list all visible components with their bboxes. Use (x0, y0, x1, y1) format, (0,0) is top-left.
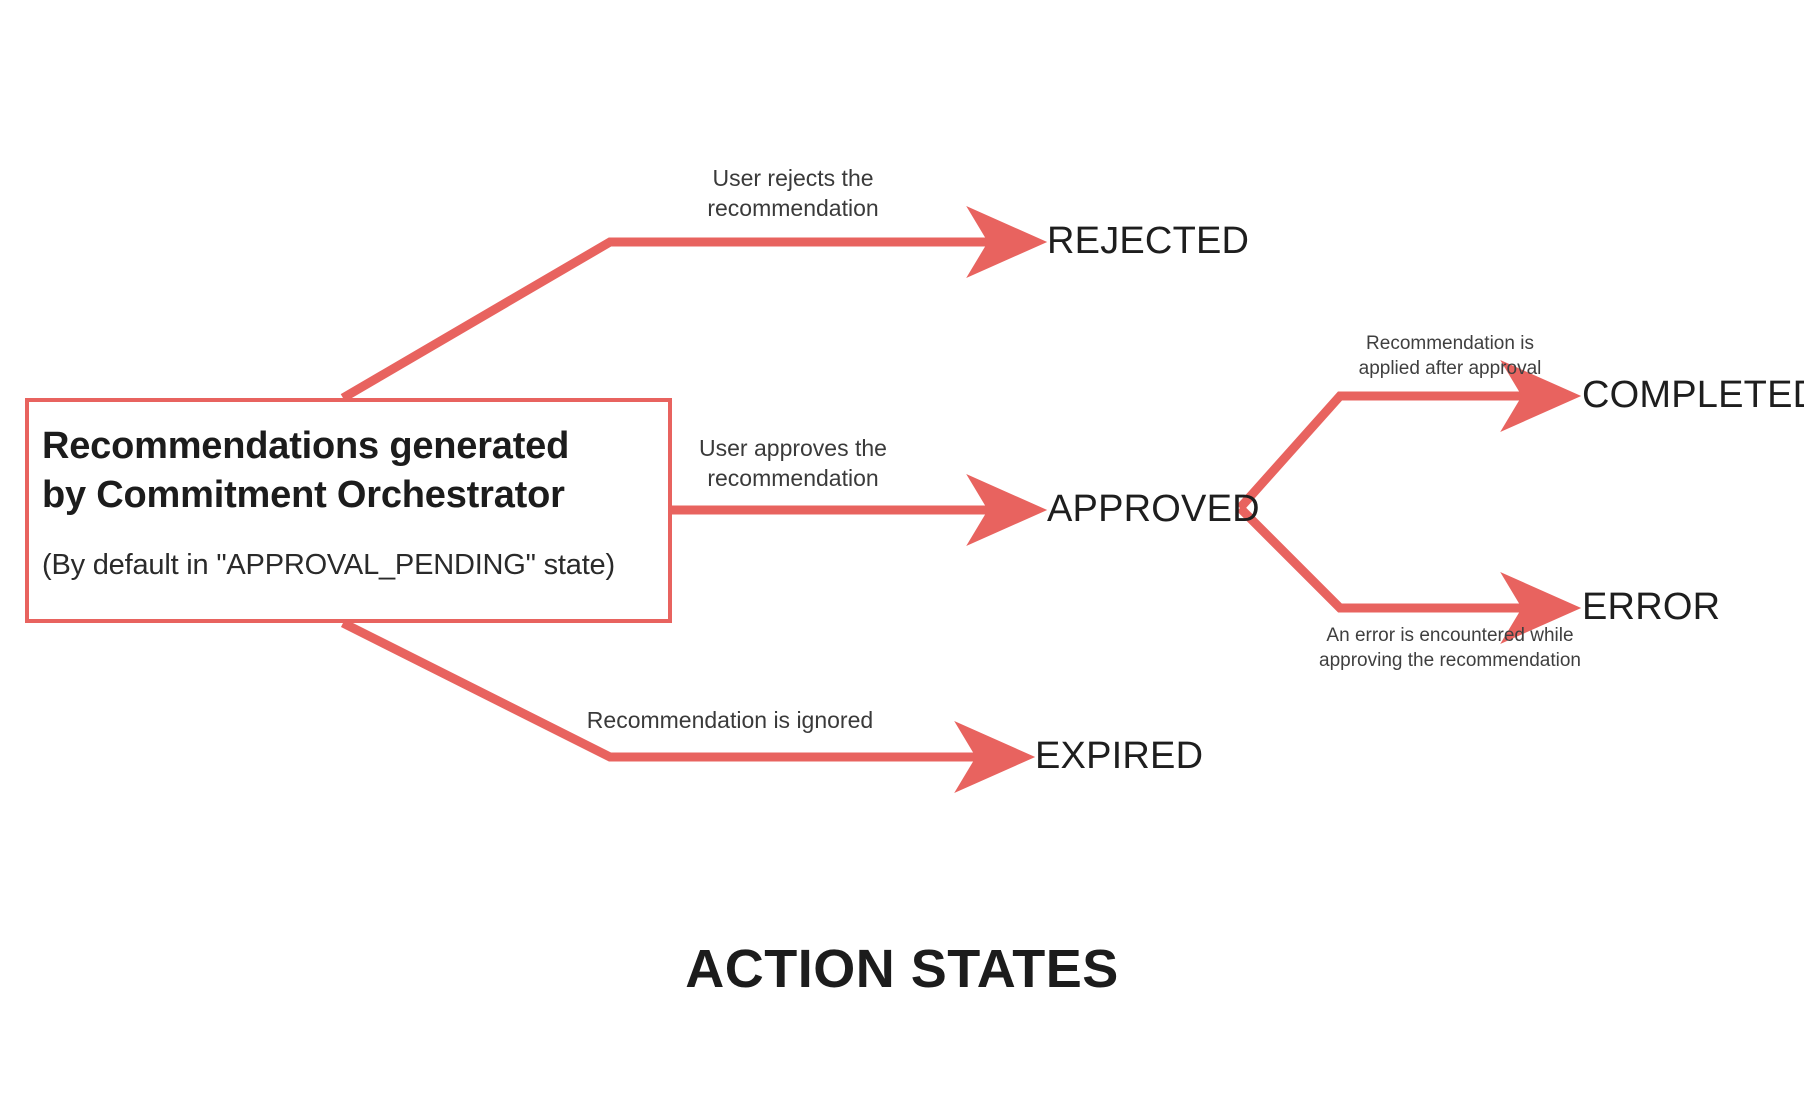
edge-label-to-expired: Recommendation is ignored (480, 705, 980, 735)
edge-label-to-approved: User approves the recommendation (613, 433, 973, 494)
edge-to-expired (340, 618, 1036, 793)
edge-label-to-completed: Recommendation is applied after approval (1270, 331, 1630, 381)
edge-label-to-expired-line-1: Recommendation is ignored (586, 707, 874, 733)
edge-to-completed (1236, 360, 1582, 511)
edge-label-to-error-line-1: An error is encountered while (1326, 625, 1574, 646)
source-node-box: Recommendations generated by Commitment … (25, 398, 672, 623)
edge-to-error (1236, 504, 1582, 644)
source-node-title-line-1: Recommendations generated (42, 425, 570, 467)
edge-to-rejected (340, 206, 1048, 402)
source-node-title-line-2: by Commitment Orchestrator (42, 474, 565, 517)
state-label-approved: APPROVED (1047, 488, 1260, 530)
diagram-title: ACTION STATES (685, 939, 1119, 999)
source-node-subtitle: (By default in "APPROVAL_PENDING" state) (42, 548, 615, 581)
edge-label-to-completed-line-2: applied after approval (1358, 358, 1542, 380)
edge-label-to-approved-line-1: User approves the (699, 435, 887, 461)
edge-label-to-error: An error is encountered while approving … (1260, 623, 1640, 673)
edge-label-to-rejected-line-1: User rejects the (712, 165, 874, 191)
state-label-expired: EXPIRED (1035, 735, 1204, 777)
edge-label-to-approved-line-2: recommendation (707, 465, 879, 492)
state-label-error: ERROR (1582, 586, 1721, 628)
source-node-title: Recommendations generated by Commitment … (42, 422, 655, 521)
edge-label-to-error-line-2: approving the recommendation (1319, 650, 1581, 672)
edge-label-to-rejected: User rejects the recommendation (613, 163, 973, 224)
edge-label-to-completed-line-1: Recommendation is (1366, 333, 1534, 354)
state-label-rejected: REJECTED (1047, 220, 1250, 262)
edge-label-to-rejected-line-2: recommendation (707, 195, 879, 222)
state-label-completed: COMPLETED (1582, 374, 1804, 416)
